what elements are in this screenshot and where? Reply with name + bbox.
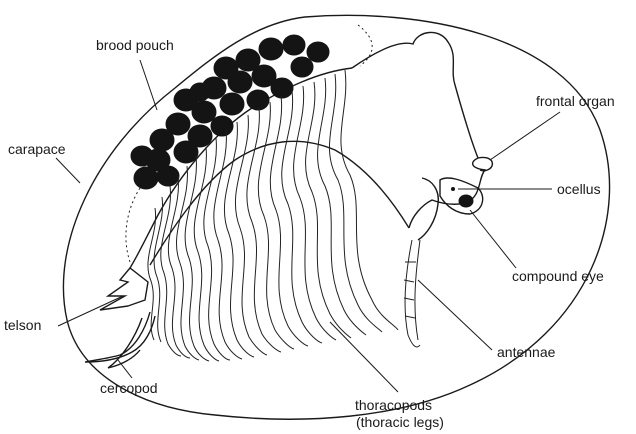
telson-leader [58,296,123,326]
label-thoracopods: thoracopods [355,397,432,413]
label-antennae: antennae [497,344,556,360]
cercopod-lower [108,318,142,368]
thoracopods-legs [148,70,398,361]
brood-pouch-leader [140,60,157,110]
label-brood-pouch: brood pouch [96,37,174,53]
antenna-right [415,240,420,340]
label-ocellus: ocellus [557,181,601,197]
carapace-margin-dotted [126,188,140,262]
cercopod-leader [118,360,132,378]
compound-eye [459,195,473,207]
label-carapace: carapace [8,141,66,157]
compound-eye-leader [470,210,516,268]
thoracopods-leader [330,322,398,392]
frontal-organ-leader [490,112,560,160]
antenna-base [418,178,438,240]
brood-pouch-eggs [131,35,329,189]
label-compound-eye: compound eye [512,268,604,284]
ocellus [451,187,455,191]
label-telson: telson [4,317,41,333]
label-frontal-organ: frontal organ [536,93,615,109]
label-cercopod: cercopod [100,380,158,396]
antennae-leader [418,280,492,350]
carapace-leader [56,158,80,183]
label-thoracic-legs: (thoracic legs) [356,414,444,430]
cercopod-upper [85,312,155,362]
